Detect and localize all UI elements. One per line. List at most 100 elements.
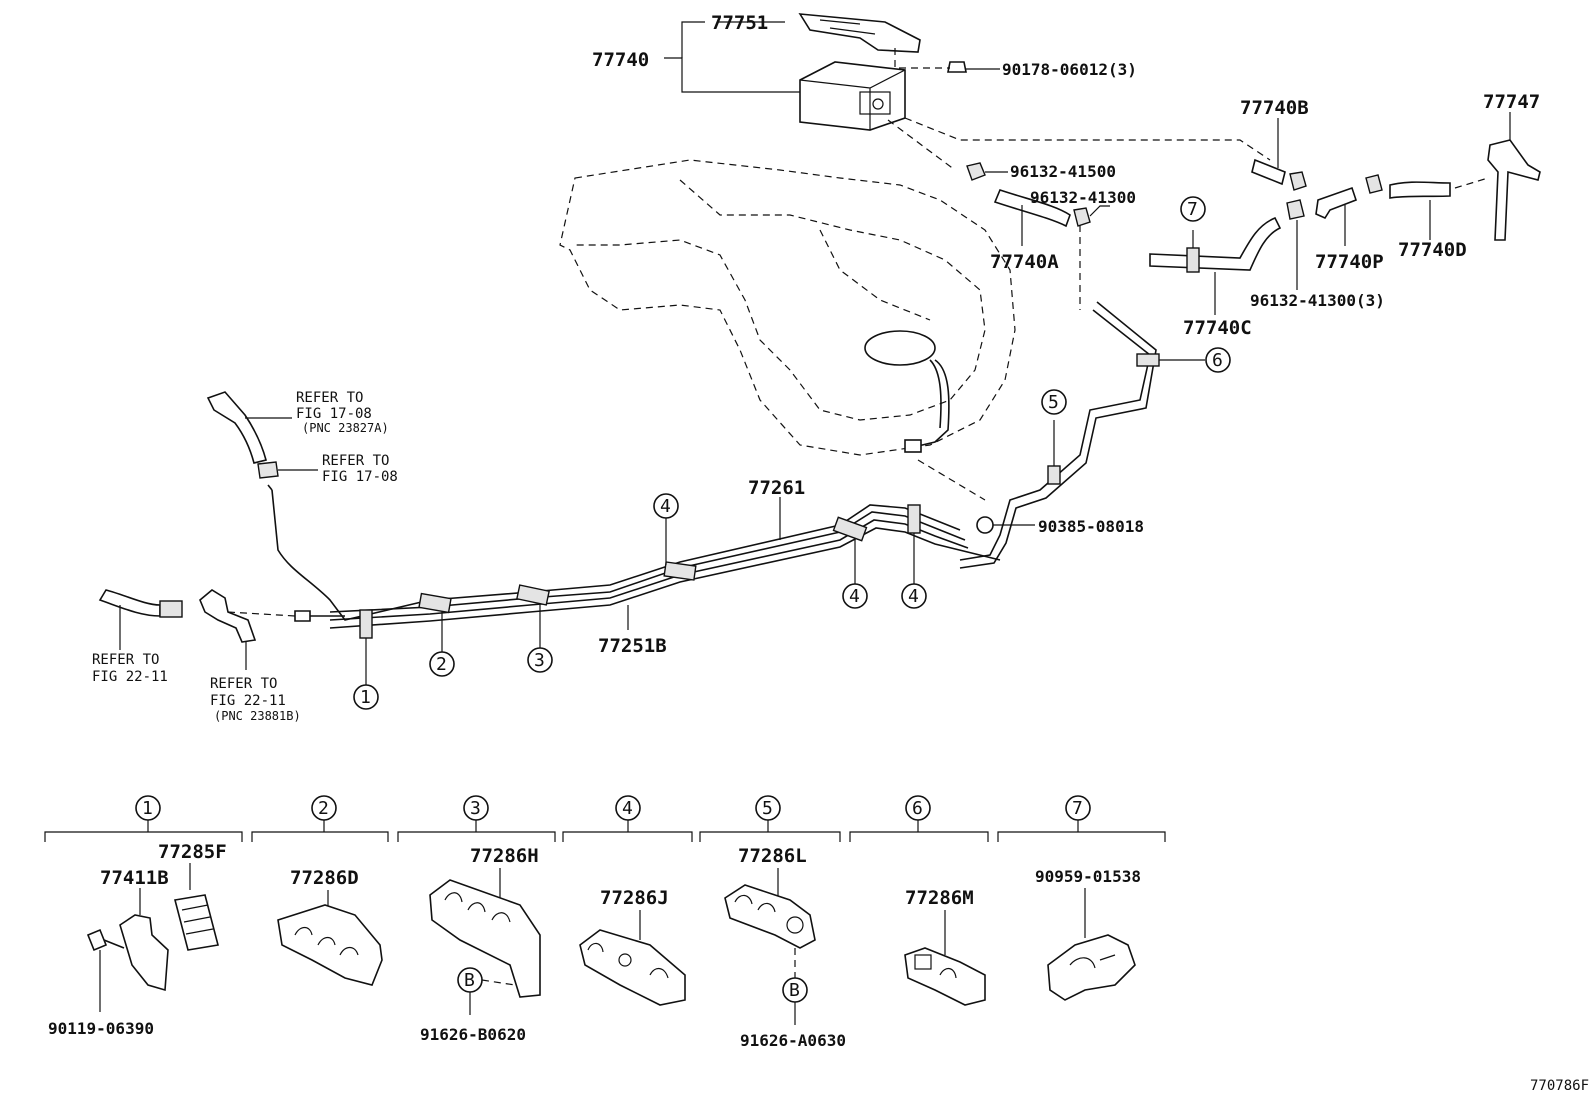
callout-2: 2 <box>429 651 455 677</box>
charcoal-canister <box>799 61 906 131</box>
vent-pipe-77747 <box>1487 139 1541 241</box>
callout-4a: 4 <box>653 493 679 519</box>
clip-detail-panels: 1 2 3 4 5 6 7 77285F 77411B <box>44 795 1166 1050</box>
part-96132-41300-label: 96132-41300 <box>1030 188 1136 207</box>
ref2-line1: REFER TO <box>322 453 389 469</box>
clip-77286D <box>277 904 383 986</box>
part-90119-06390-label: 90119-06390 <box>48 1019 154 1038</box>
svg-text:7: 7 <box>1072 798 1083 819</box>
hose-77740A <box>993 189 1071 228</box>
panel-callout-4: 4 <box>615 795 641 821</box>
part-77286J-label: 77286J <box>600 887 669 909</box>
clip-2-on-bundle <box>418 592 452 614</box>
svg-text:2: 2 <box>318 798 329 819</box>
ref2-line2: FIG 17-08 <box>322 469 398 485</box>
clip-77286J <box>579 929 686 1006</box>
callout-1: 1 <box>353 684 379 710</box>
callout-B-left: B <box>457 967 483 993</box>
svg-text:4: 4 <box>660 496 671 517</box>
filler-hose <box>206 391 267 464</box>
panel-callout-2: 2 <box>311 795 337 821</box>
hose-77740D <box>1389 181 1451 199</box>
clip-77286H <box>429 879 541 998</box>
part-77251B-label: 77251B <box>598 635 667 657</box>
ref4-line1: REFER TO <box>210 676 277 692</box>
ref4-line3: (PNC 23881B) <box>214 709 301 723</box>
panel-callout-5: 5 <box>755 795 781 821</box>
callout-5: 5 <box>1041 389 1067 415</box>
hose-group-right: 96132-41500 96132-41300 77740A 77740B 77… <box>966 91 1541 339</box>
left-reference-parts: REFER TO FIG 17-08 (PNC 23827A) REFER TO… <box>92 390 398 723</box>
joint-77740P <box>1315 186 1358 220</box>
ref1-line2: FIG 17-08 <box>296 406 372 422</box>
part-77740A-label: 77740A <box>990 251 1059 273</box>
clip-77286L <box>724 884 816 949</box>
callout-7-top: 7 <box>1180 196 1206 222</box>
callout-3: 3 <box>527 647 553 673</box>
bracket-77411B <box>119 914 169 992</box>
bolt-90178 <box>947 61 967 73</box>
canister-group: 77751 77740 90178-06012(3) <box>592 12 1137 131</box>
part-77411B-label: 77411B <box>100 867 169 889</box>
clip-4a-on-bundle <box>663 561 697 581</box>
part-77740P-label: 77740P <box>1315 251 1384 273</box>
svg-text:4: 4 <box>908 586 919 607</box>
ref3-line1: REFER TO <box>92 652 159 668</box>
svg-text:6: 6 <box>1212 350 1223 371</box>
fuel-tube-bundle: 77261 77251B 1 2 3 4 4 <box>267 477 1001 710</box>
part-91626-B0620-label: 91626-B0620 <box>420 1025 526 1044</box>
bolt-90119-06390 <box>86 928 108 952</box>
ref1-line3: (PNC 23827A) <box>302 421 389 435</box>
hose-77740C <box>1149 216 1282 271</box>
vapor-line: 6 5 90385-08018 <box>959 301 1231 569</box>
fuel-tube-bracket <box>199 589 257 643</box>
panel-callout-6: 6 <box>905 795 931 821</box>
clip-77285F <box>174 894 219 951</box>
clip-5-on-line <box>1047 465 1061 485</box>
panel-callout-7: 7 <box>1065 795 1091 821</box>
part-91626-A0630-label: 91626-A0630 <box>740 1031 846 1050</box>
callout-4b: 4 <box>842 583 868 609</box>
callout-6: 6 <box>1205 347 1231 373</box>
clip-4c-on-bundle <box>907 504 921 534</box>
part-77751-label: 77751 <box>711 12 768 34</box>
part-96132-41500-label: 96132-41500 <box>1010 162 1116 181</box>
svg-text:3: 3 <box>470 798 481 819</box>
diagram-code: 770786F <box>1530 1078 1589 1094</box>
part-77286D-label: 77286D <box>290 867 359 889</box>
callout-B-right: B <box>782 977 808 1003</box>
clip-7-on-hose <box>1186 247 1200 273</box>
part-90959-01538-label: 90959-01538 <box>1035 867 1141 886</box>
hose-77740B <box>1251 158 1286 186</box>
connector-90385-08018 <box>976 516 994 534</box>
clip-1-on-bundle <box>359 609 373 639</box>
clip-90959-01538 <box>1047 934 1136 1001</box>
ref3-line2: FIG 22-11 <box>92 669 168 685</box>
part-77740B-label: 77740B <box>1240 97 1309 119</box>
callout-4c: 4 <box>901 583 927 609</box>
part-77261-label: 77261 <box>748 477 805 499</box>
part-77286M-label: 77286M <box>905 887 974 909</box>
svg-text:4: 4 <box>622 798 633 819</box>
fuel-pump-opening <box>864 330 936 366</box>
svg-text:1: 1 <box>360 687 371 708</box>
part-77286L-label: 77286L <box>738 845 807 867</box>
svg-text:5: 5 <box>1048 392 1059 413</box>
part-77740D-label: 77740D <box>1398 239 1467 261</box>
ref1-line1: REFER TO <box>296 390 363 406</box>
part-90385-08018-label: 90385-08018 <box>1038 517 1144 536</box>
part-77747-label: 77747 <box>1483 91 1540 113</box>
svg-text:5: 5 <box>762 798 773 819</box>
clamp-96132-41500 <box>966 162 986 181</box>
part-90178-06012-label: 90178-06012(3) <box>1002 60 1137 79</box>
panel-callout-3: 3 <box>463 795 489 821</box>
svg-text:2: 2 <box>436 654 447 675</box>
svg-text:4: 4 <box>849 586 860 607</box>
part-96132-41300x3-label: 96132-41300(3) <box>1250 291 1385 310</box>
canister-bracket <box>798 13 921 53</box>
clip-77286M <box>904 947 986 1006</box>
fuel-tank-outline <box>559 159 1016 501</box>
svg-text:B: B <box>464 970 475 991</box>
svg-text:6: 6 <box>912 798 923 819</box>
